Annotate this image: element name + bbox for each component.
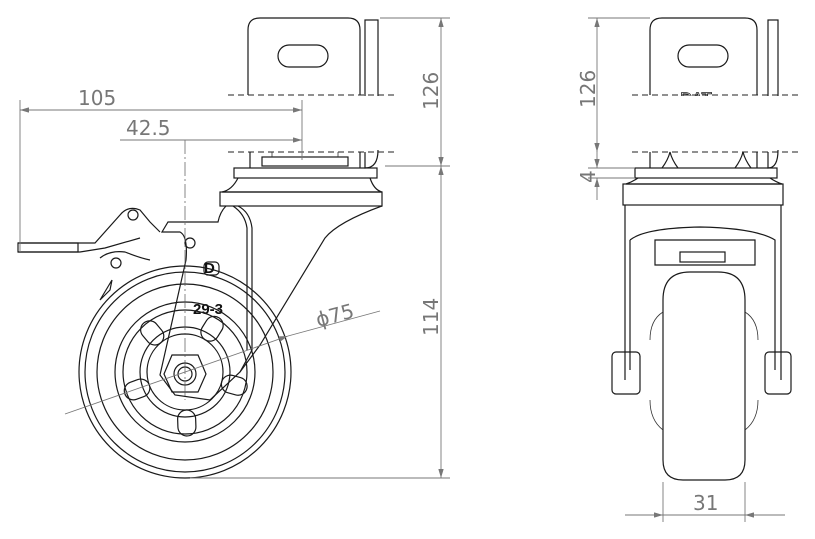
brake-pedal [17,207,161,301]
fork-front [611,205,792,395]
axle-nut [163,354,207,393]
dimension-31: 31 [625,482,785,522]
svg-text:31: 31 [693,491,718,515]
svg-text:4: 4 [576,170,600,183]
axle-nut-right [764,351,792,395]
svg-text:114: 114 [419,298,443,336]
svg-text:105: 105 [78,86,116,110]
wheel-front [649,271,759,481]
dimension-114: 114 [190,166,450,479]
svg-text:126: 126 [576,70,600,108]
svg-text:126: 126 [419,72,443,110]
dimension-126-side: 126 [380,17,450,167]
svg-text:ϕ75: ϕ75 [313,299,357,332]
axle-nut-left [611,351,641,395]
dimension-105: 105 [19,86,303,252]
dimension-42-5: 42.5 [120,116,302,143]
fork-marking: 29-3 [193,301,223,318]
plate-marking: DAT [680,89,712,108]
dimension-4: 4 [576,150,635,200]
mounting-bracket [247,17,379,96]
swivel-head [219,167,383,207]
dimension-126-front: 126 [576,17,650,152]
front-view: DAT 126 [576,17,800,522]
wheel [78,265,292,479]
svg-text:42.5: 42.5 [126,116,171,140]
side-view: D 29-3 [17,17,450,479]
mounting-bracket-front: DAT [649,17,779,108]
